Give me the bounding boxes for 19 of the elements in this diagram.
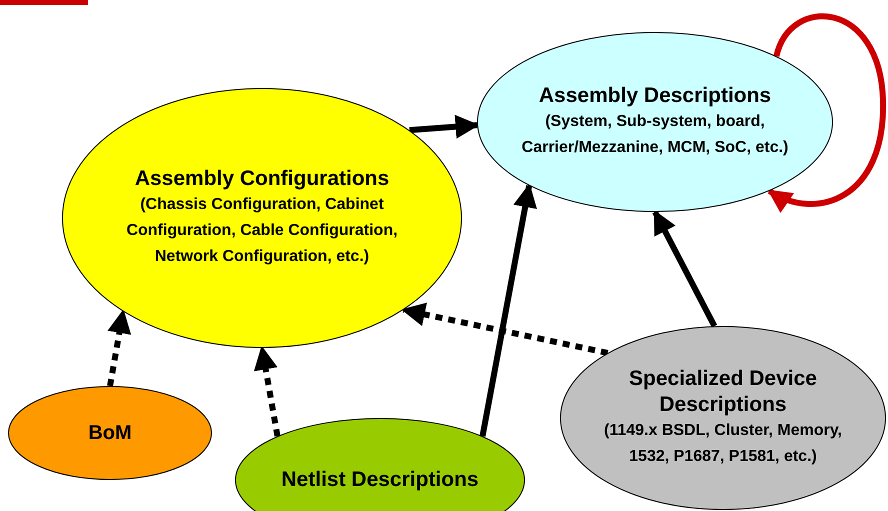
arrow	[107, 309, 132, 387]
node-title: Netlist Descriptions	[281, 467, 479, 493]
arrow	[652, 210, 718, 328]
arrow	[409, 114, 480, 139]
loop-arrow	[767, 13, 886, 212]
node-description: (System, Sub-system, board, Carrier/Mezzanine, MCM, SoC, etc.)	[520, 112, 790, 158]
node-title: BoM	[88, 421, 132, 446]
arrow	[480, 183, 537, 437]
arrow	[401, 302, 608, 356]
arrow	[254, 346, 280, 437]
ellipse-node	[8, 386, 212, 480]
ellipse-node	[560, 326, 886, 510]
node-title: Assembly Configurations	[134, 166, 390, 192]
ellipse-node	[62, 88, 462, 348]
ellipse-node	[477, 32, 833, 212]
node-title: Specialized Device Descriptions	[628, 366, 818, 418]
node-title: Assembly Descriptions	[538, 83, 772, 109]
node-description: (Chassis Configuration, Cabinet Configuration, Cable Configuration, Network Configuration, etc.)	[125, 195, 399, 267]
node-description: (1149.x BSDL, Cluster, Memory, 1532, P1687, P1581, etc.)	[602, 421, 843, 467]
